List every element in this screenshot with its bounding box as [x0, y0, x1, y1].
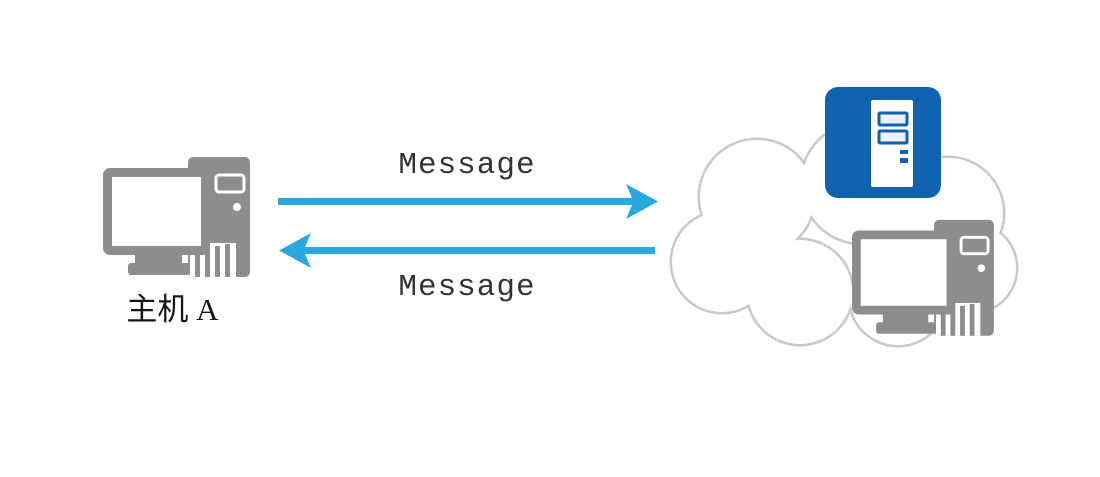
message-label-top: Message [398, 148, 536, 183]
message-label-bottom: Message [398, 270, 536, 305]
server-icon [825, 87, 941, 198]
host-a-label: 主机 A [126, 292, 219, 327]
desktop-computer-icon-host-a [101, 155, 252, 279]
message-arrow-left [279, 233, 655, 268]
message-arrow-right [278, 184, 658, 219]
